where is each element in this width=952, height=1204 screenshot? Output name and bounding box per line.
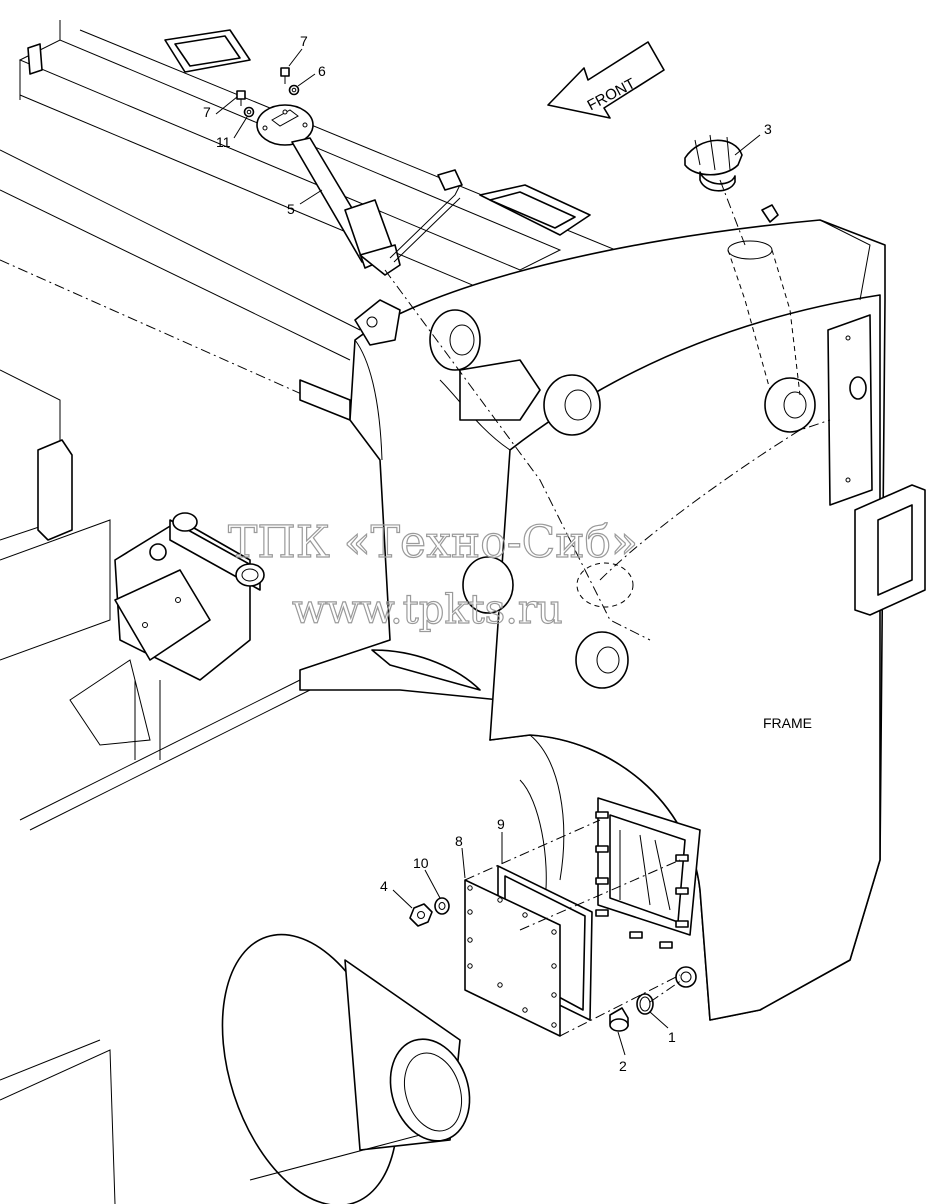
callout-7-top: 7 <box>300 33 308 49</box>
part-5-level-sender <box>256 104 463 276</box>
callout-1: 1 <box>668 1029 676 1045</box>
front-direction-arrow: FRONT <box>547 41 665 119</box>
watermark-line-1: ТПК «Техно-Сиб» <box>228 517 638 568</box>
callout-10: 10 <box>413 855 429 871</box>
callout-5: 5 <box>287 201 295 217</box>
callout-labels: 7 6 7 11 5 3 8 9 10 4 1 2 FRAME <box>203 33 812 1074</box>
cover-bolt-holes <box>467 885 557 1028</box>
part-3-filler-cap <box>684 134 801 396</box>
parts-1-2-oring-plug <box>609 993 654 1032</box>
leader-lines <box>215 48 761 1056</box>
parts-4-10-nut-washer <box>409 897 450 927</box>
watermark-line-2: www.tpkts.ru <box>292 587 563 633</box>
frame-bosses <box>429 309 816 689</box>
callout-2: 2 <box>619 1058 627 1074</box>
callout-7-left: 7 <box>203 104 211 120</box>
alignment-lines <box>384 179 831 1037</box>
access-opening <box>595 797 701 988</box>
callout-11: 11 <box>216 134 231 150</box>
callout-4: 4 <box>380 878 388 894</box>
callout-8: 8 <box>455 833 463 849</box>
callout-9: 9 <box>497 816 505 832</box>
frame-label: FRAME <box>763 715 812 731</box>
parts-8-9-cover-gasket <box>464 865 593 1037</box>
conical-fitting <box>221 933 471 1204</box>
chassis-frame <box>0 20 641 1204</box>
watermark: ТПК «Техно-Сиб» www.tpkts.ru <box>227 516 638 633</box>
fasteners-6-7-11 <box>236 67 300 118</box>
callout-3: 3 <box>764 121 772 137</box>
main-frame-plate <box>299 204 926 1021</box>
callout-6: 6 <box>318 63 326 79</box>
studs <box>595 811 689 949</box>
left-bracket-with-pipe <box>114 379 351 681</box>
